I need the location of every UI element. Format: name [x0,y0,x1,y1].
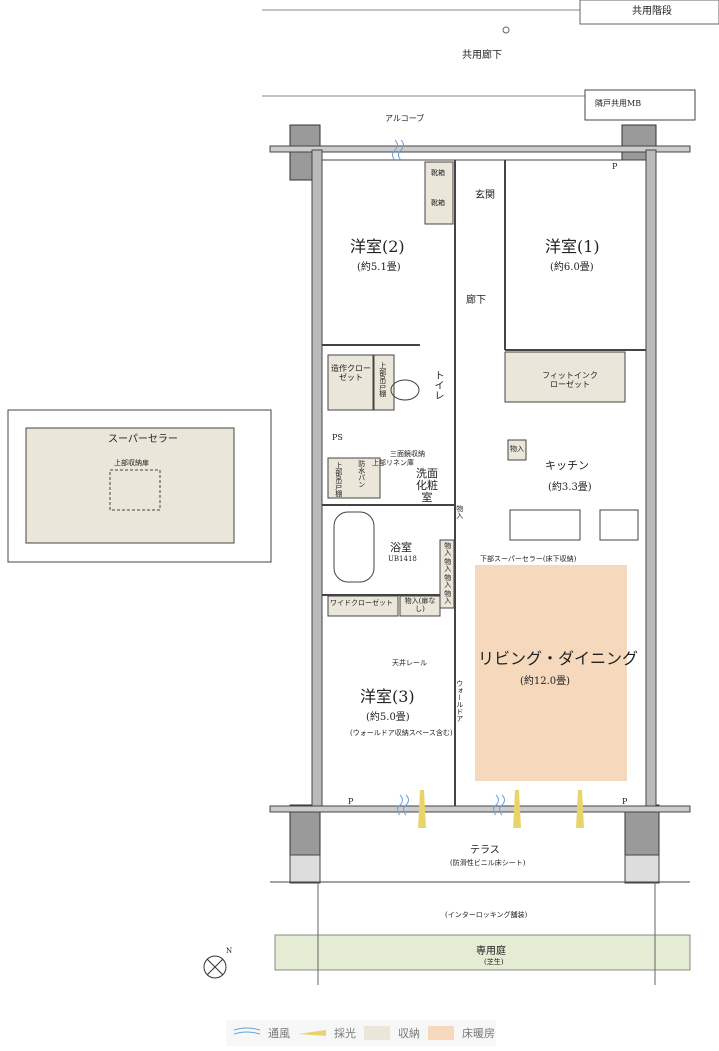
label-mirror-storage: 三面鏡収納 [390,450,425,458]
wind-icon [397,794,409,816]
label-bath: 浴室 [390,541,412,554]
label-private-garden-note: (芝生) [484,958,504,966]
built-closet [327,354,374,411]
label-p: P [348,797,354,806]
label-living: リビング・ダイニング [478,649,639,668]
washer-pan-area [327,457,381,499]
label-wall-door: ウォールドア [455,680,464,722]
label-p: P [612,162,618,171]
label-ps: PS [332,433,343,442]
label-north: N [226,947,233,955]
toilet-fixture [390,379,420,401]
label-built-closet: 造作クローゼット [331,364,371,382]
common-stairs [579,0,719,25]
light-icon [513,790,521,828]
shoe-box [424,161,454,225]
wind-icon [392,139,404,161]
storage [507,439,527,461]
super-cellar [25,427,235,544]
label-bath-model: UB1418 [388,555,417,563]
legend-wind: 通風 [268,1027,290,1040]
column-base [289,854,321,884]
label-lower-cellar: 下部スーパーセラー(床下収納) [480,555,577,563]
label-upper-linen: 上部リネン庫 [372,459,414,467]
legend-storage: 収納 [398,1027,420,1040]
label-storage: 物入 [510,445,524,453]
column [289,804,321,856]
floor-heating-swatch [428,1026,454,1040]
label-terrace: テラス [470,845,500,856]
label-fitin-closet: フィットインクローゼット [542,371,598,389]
compass-icon [203,955,227,979]
label-hallway: 廊下 [466,295,486,306]
label-kitchen: キッチン [545,459,589,472]
wide-closet [327,595,399,617]
column [624,804,660,856]
label-storage: 物入 [443,574,452,588]
label-room1: 洋室(1) [545,237,600,256]
label-neighbor-mb: 隣戸共用MB [595,99,642,108]
label-private-garden: 専用庭 [476,946,506,957]
label-upper-cabinet: 上部吊戸棚 [378,362,387,397]
light-icon [298,1027,326,1040]
label-storage: 物入 [443,542,452,556]
label-wide-closet: ワイドクローゼット [330,599,393,607]
label-room3-size: (約5.0畳) [366,712,410,723]
label-room1-size: (約6.0畳) [550,262,594,273]
storage-swatch [364,1026,390,1040]
legend: 通風 採光 収納 床暖房 [226,1020,496,1046]
private-garden [274,934,691,971]
label-shoe-box: 靴箱 [431,199,445,207]
light-icon [576,790,584,828]
label-entrance: 玄関 [475,190,495,201]
label-room2: 洋室(2) [350,237,405,256]
label-washroom: 洗面化粧室 [416,467,438,505]
label-upper-hatch: 上部収納扉 [114,459,149,467]
label-terrace-note: (防滑性ビニル床シート) [450,859,526,867]
legend-light: 採光 [334,1027,356,1040]
wall [311,149,323,811]
upper-cabinet [373,354,395,411]
label-interlocking: (インターロッキング舗装) [445,911,528,919]
neighbor-mb [584,89,696,121]
label-upper-cabinet: 上部吊戸棚 [334,462,343,497]
wall [269,145,691,153]
wind-icon [493,794,505,816]
bathtub [333,511,375,583]
label-storage: 物入 [455,505,464,519]
label-storage-nodoor: 物入(扉なし) [404,597,436,613]
label-room3-note: (ウォールドア収納スペース含む) [350,729,453,737]
label-room2-size: (約5.1畳) [357,262,401,273]
label-room3: 洋室(3) [360,687,415,706]
label-alcove: アルコーブ [385,114,425,123]
label-common-corridor: 共用廊下 [462,50,502,61]
super-cellar-outline [7,409,272,563]
label-living-size: (約12.0畳) [520,676,571,687]
stove [599,509,639,541]
label-ceiling-rail: 天井レール [392,659,427,667]
label-washer-pan: 防水パン [357,460,366,488]
floor-heating-area [475,565,627,781]
fixture-icon [502,26,510,34]
kitchen-sink [509,509,581,541]
label-shoe-box: 靴箱 [431,169,445,177]
upper-hatch [109,469,161,511]
wind-icon [233,1026,261,1041]
label-kitchen-size: (約3.3畳) [548,482,592,493]
label-storage: 物入 [443,558,452,572]
label-super-cellar: スーパーセラー [108,434,178,445]
light-icon [418,790,426,828]
storage [439,539,455,609]
label-toilet: トイレ [432,370,443,400]
label-p: P [622,797,628,806]
legend-floor-heating: 床暖房 [462,1027,495,1040]
wall [269,805,691,813]
wall [645,149,657,811]
column-base [624,854,660,884]
fitin-closet [504,351,626,403]
label-common-stairs: 共用階段 [632,6,672,17]
storage-nodoor [399,595,441,617]
label-storage: 物入 [443,590,452,604]
